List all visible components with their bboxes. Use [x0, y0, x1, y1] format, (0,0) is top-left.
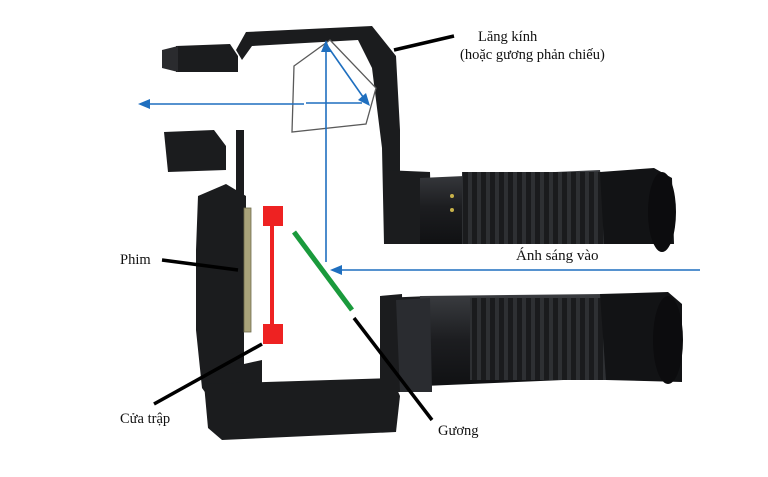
pentaprism — [291, 39, 377, 133]
arrow-incoming — [330, 265, 342, 275]
label-shutter: Cửa trập — [120, 411, 171, 427]
pointer-shutter — [153, 342, 263, 406]
label-film: Phim — [120, 252, 151, 268]
arrow-diagonal — [358, 93, 370, 106]
pointer-film — [161, 258, 239, 272]
label-prism-note: (hoặc gương phản chiếu) — [460, 47, 605, 63]
lens-upper — [420, 168, 676, 252]
label-prism: Lăng kính — [478, 29, 538, 45]
reflex-mirror — [291, 230, 355, 312]
label-mirror: Gương — [438, 423, 479, 439]
film-plane — [243, 207, 252, 333]
ray-prism-diagonal — [325, 43, 369, 105]
arrow-up — [321, 40, 331, 52]
pointer-mirror — [352, 316, 434, 422]
shutter — [263, 206, 283, 344]
light-rays — [142, 43, 700, 271]
pointer-prism — [393, 34, 455, 52]
arrow-eyepiece — [138, 99, 150, 109]
lens-lower — [396, 292, 683, 392]
arrowheads — [138, 40, 370, 275]
label-light-in: Ánh sáng vào — [516, 248, 599, 264]
pointer-lines — [153, 34, 455, 422]
